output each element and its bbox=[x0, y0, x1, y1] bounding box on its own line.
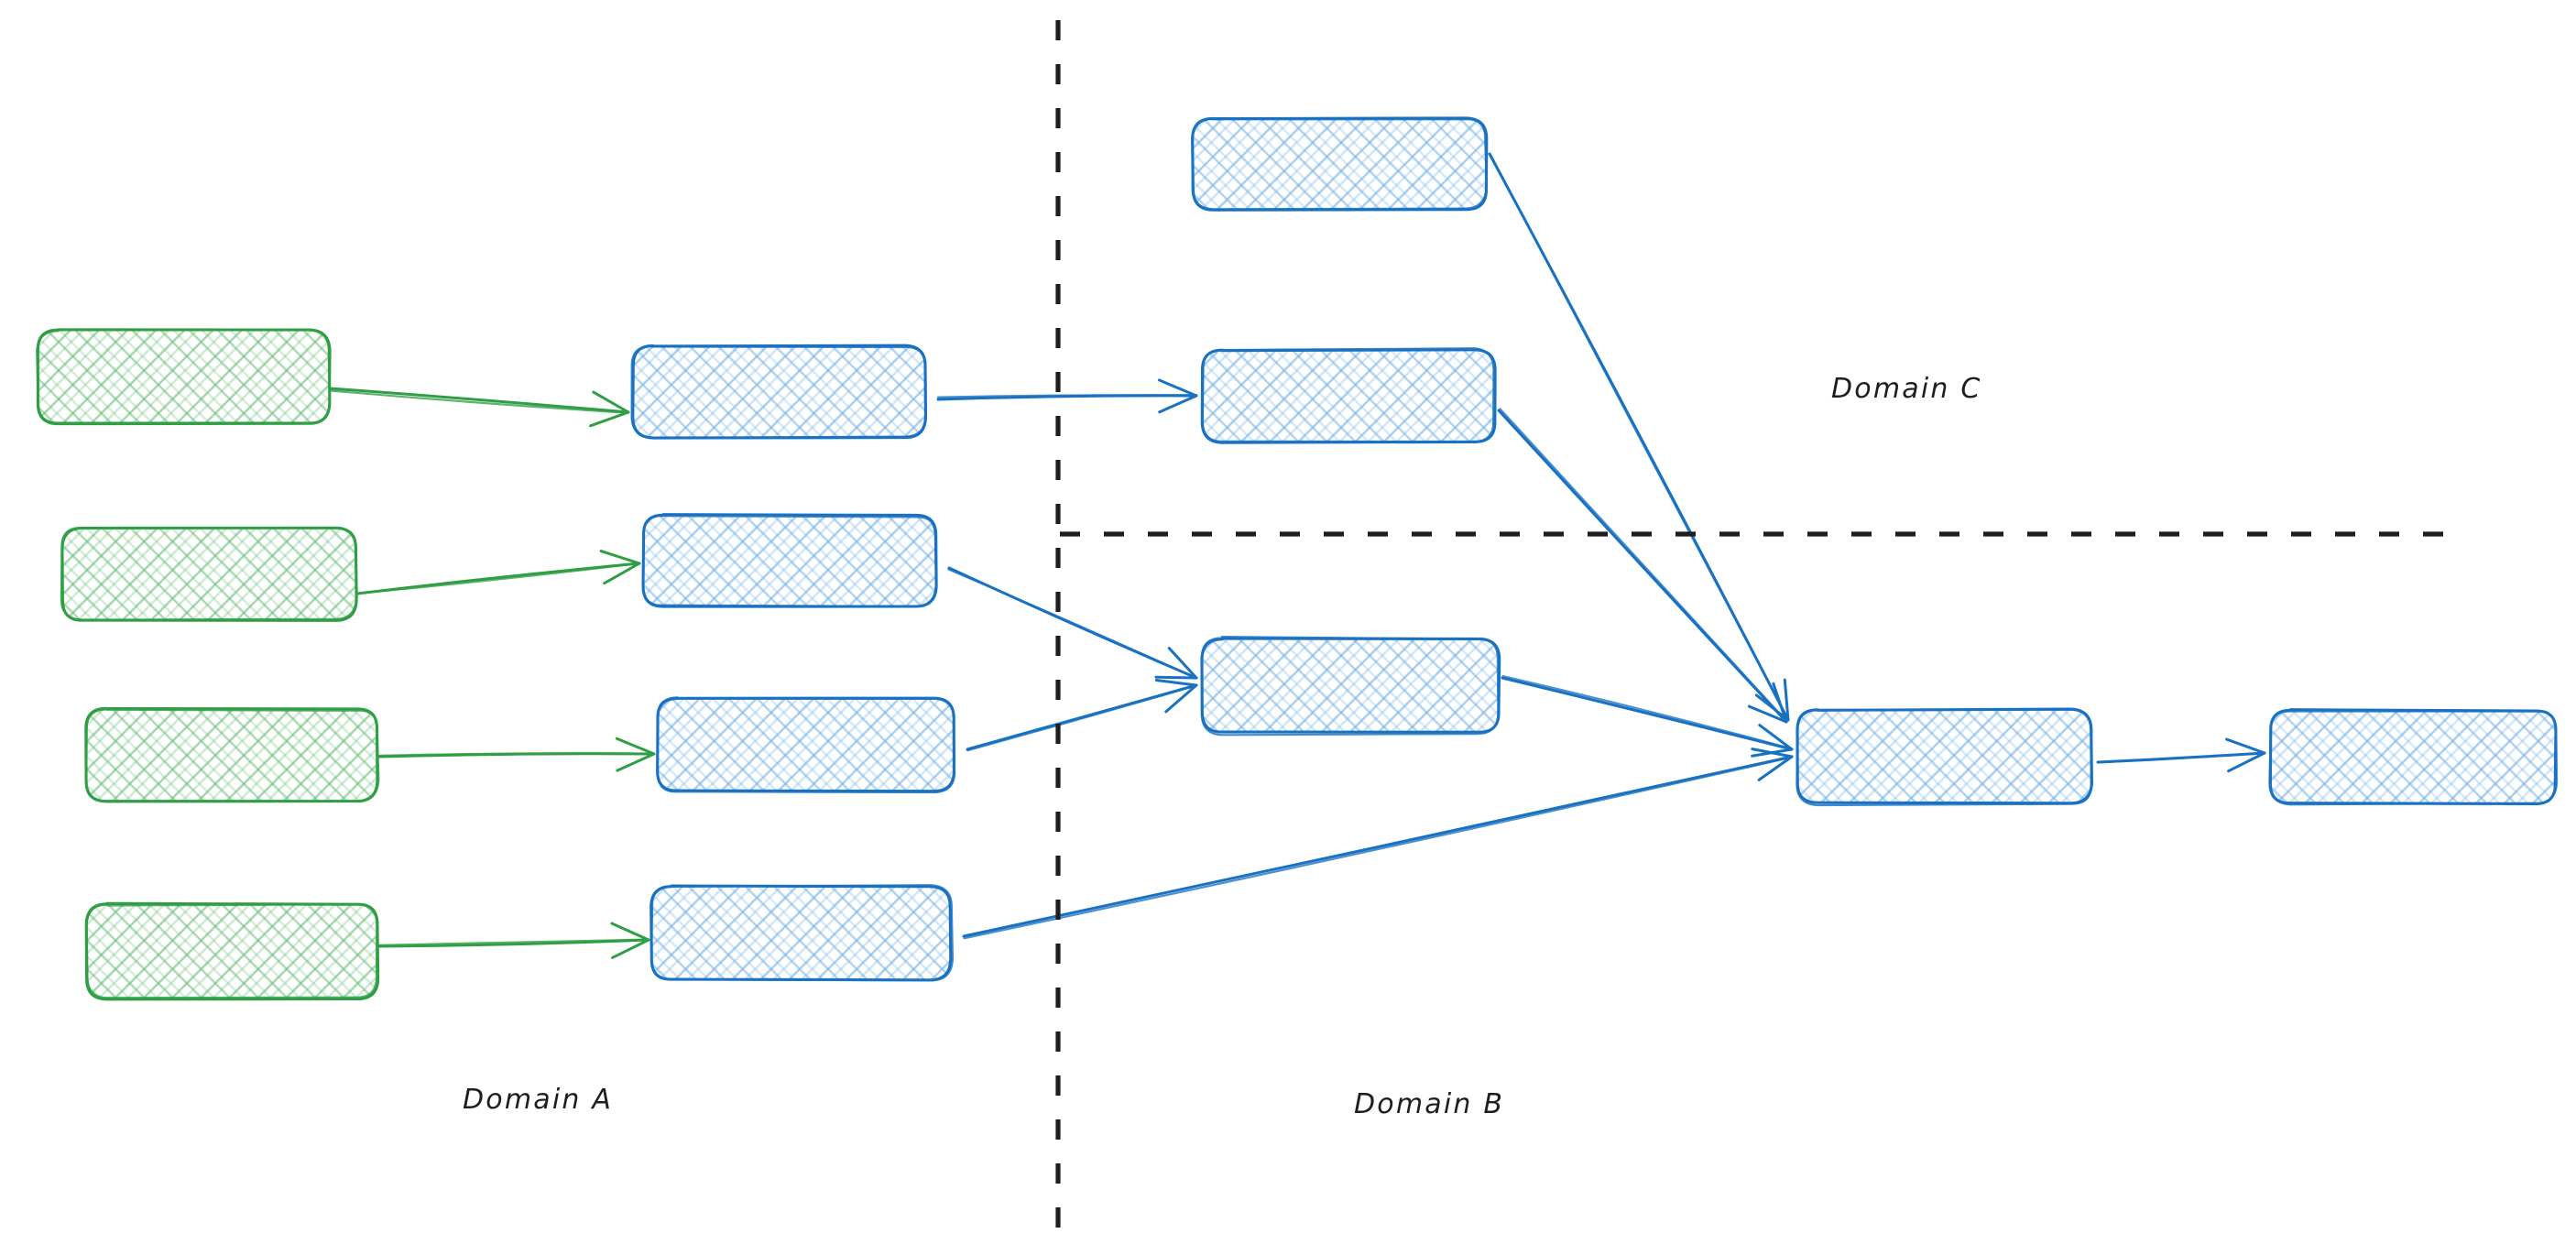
node-box-b4[interactable] bbox=[652, 887, 951, 980]
node-box-b3[interactable] bbox=[658, 698, 955, 791]
node-a3[interactable] bbox=[84, 706, 380, 803]
edge-edge-c3-d1 bbox=[1501, 675, 1794, 758]
domain-label-domain-b: Domain B bbox=[1354, 1088, 1505, 1120]
node-b1[interactable] bbox=[630, 344, 928, 440]
node-d1[interactable] bbox=[1796, 707, 2093, 807]
node-box-d1[interactable] bbox=[1797, 710, 2090, 803]
node-box-b2[interactable] bbox=[643, 515, 936, 606]
edge-edge-b2-c3 bbox=[947, 566, 1198, 680]
node-c1[interactable] bbox=[1191, 116, 1489, 212]
node-box-a1[interactable] bbox=[38, 330, 330, 423]
node-box-a4[interactable] bbox=[86, 903, 377, 999]
edge-edge-a3-b3 bbox=[377, 737, 656, 772]
edge-edge-a4-b4 bbox=[377, 922, 650, 959]
node-box-e1[interactable] bbox=[2270, 711, 2556, 804]
edge-edge-c1-d1 bbox=[1488, 152, 1790, 722]
node-e1[interactable] bbox=[2268, 708, 2559, 806]
node-box-c3[interactable] bbox=[1202, 639, 1499, 733]
node-box-b1[interactable] bbox=[632, 346, 925, 438]
node-b4[interactable] bbox=[649, 884, 955, 982]
edge-edge-a2-b2 bbox=[355, 550, 641, 595]
divider-layer bbox=[1055, 20, 2448, 1235]
node-layer bbox=[36, 116, 2559, 1001]
node-b2[interactable] bbox=[641, 513, 938, 608]
edge-edge-b1-c2 bbox=[936, 378, 1198, 414]
domain-label-domain-c: Domain C bbox=[1831, 373, 1982, 405]
node-box-c2[interactable] bbox=[1202, 350, 1495, 442]
edge-edge-c2-d1 bbox=[1497, 408, 1788, 724]
node-c2[interactable] bbox=[1200, 347, 1497, 444]
node-box-a3[interactable] bbox=[86, 709, 377, 801]
edge-edge-b3-c3 bbox=[966, 679, 1198, 752]
node-box-c1[interactable] bbox=[1193, 118, 1486, 210]
node-a4[interactable] bbox=[84, 901, 380, 1001]
node-a2[interactable] bbox=[60, 526, 358, 622]
edge-edge-a1-b1 bbox=[328, 387, 630, 428]
node-c3[interactable] bbox=[1200, 635, 1501, 737]
node-box-a2[interactable] bbox=[62, 529, 355, 620]
node-a1[interactable] bbox=[36, 328, 332, 426]
edge-edge-d1-e1 bbox=[2096, 737, 2266, 773]
edge-edge-b4-d1 bbox=[962, 748, 1794, 940]
node-b3[interactable] bbox=[656, 696, 956, 794]
edge-layer bbox=[328, 152, 2266, 959]
domain-label-domain-a: Domain A bbox=[463, 1084, 614, 1116]
